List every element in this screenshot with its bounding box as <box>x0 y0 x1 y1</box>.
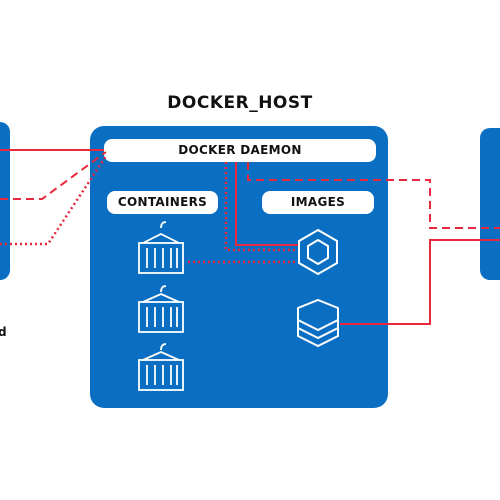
docker-daemon-label: DOCKER DAEMON <box>104 139 376 162</box>
container-icon-1 <box>138 221 184 274</box>
registry-panel <box>480 128 500 280</box>
hexagon-image-icon <box>298 228 338 276</box>
dotted-daemon-image-line <box>224 162 304 252</box>
dashed-client-line <box>0 151 107 200</box>
client-cut-label: d <box>0 325 7 339</box>
stacked-hexagon-image-icon <box>297 298 339 348</box>
dashed-daemon-registry-line <box>247 162 500 229</box>
images-label: IMAGES <box>262 191 374 214</box>
dotted-client-line <box>0 155 108 246</box>
containers-label: CONTAINERS <box>107 191 218 214</box>
solid-registry-image-line <box>340 239 500 325</box>
docker-host-title: DOCKER_HOST <box>167 93 313 113</box>
container-icon-2 <box>138 285 184 333</box>
solid-daemon-image-line <box>235 162 300 246</box>
connector-lines <box>0 149 500 325</box>
container-icon-3 <box>138 343 184 391</box>
client-panel <box>0 122 10 280</box>
